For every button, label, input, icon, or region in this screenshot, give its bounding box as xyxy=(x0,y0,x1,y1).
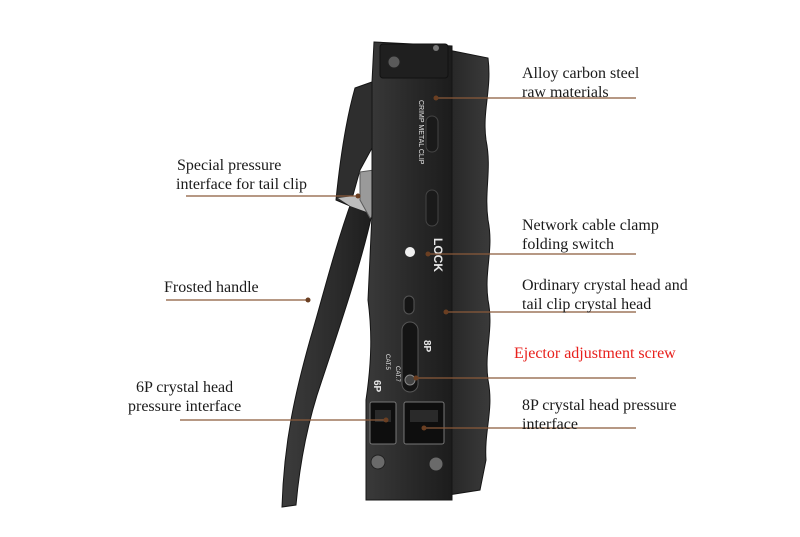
label-special-line2: interface for tail clip xyxy=(176,176,308,193)
label-network-line2: folding switch xyxy=(522,236,614,253)
label-alloy-line1: Alloy carbon steel xyxy=(522,65,640,82)
crimp-marking: CRIMP METAL CLIP xyxy=(417,100,424,165)
lock-switch-dot xyxy=(405,247,415,257)
top-screw xyxy=(387,55,401,69)
label-ordinary-line1: Ordinary crystal head and xyxy=(522,277,688,294)
leader-8p xyxy=(421,425,636,431)
label-ordinary: Ordinary crystal head and tail clip crys… xyxy=(522,276,688,314)
ejector-slot xyxy=(401,321,419,393)
8p-marking: 8P xyxy=(421,340,432,353)
label-special-line1: Special pressure xyxy=(177,157,282,174)
leader-network xyxy=(425,251,636,257)
upper-slot xyxy=(425,115,439,153)
label-8p-line2: interface xyxy=(522,416,578,433)
leader-ejector xyxy=(413,375,636,381)
small-slot xyxy=(403,295,415,315)
label-network-line1: Network cable clamp xyxy=(522,217,659,234)
body-side xyxy=(447,49,491,496)
label-ejector: Ejector adjustment screw xyxy=(514,344,676,363)
bottom-screw-left xyxy=(370,454,386,470)
lock-marking: LOCK xyxy=(431,238,445,272)
label-8p: 8P crystal head pressure interface xyxy=(522,396,676,434)
label-alloy-line2: raw materials xyxy=(522,84,609,101)
label-network: Network cable clamp folding switch xyxy=(522,216,659,254)
8p-port xyxy=(403,401,445,445)
bottom-screw-right xyxy=(428,456,444,472)
ejector-screw xyxy=(404,374,416,386)
label-frosted-line1: Frosted handle xyxy=(164,279,259,296)
label-alloy: Alloy carbon steel raw materials xyxy=(522,64,639,102)
label-ejector-line1: Ejector adjustment screw xyxy=(514,345,676,362)
cat5-marking: CAT.5 xyxy=(384,354,390,371)
label-8p-line1: 8P crystal head pressure xyxy=(522,397,677,414)
upper-lever xyxy=(335,81,373,207)
leader-ordinary xyxy=(443,309,636,315)
body-front xyxy=(365,41,453,501)
label-ordinary-line2: tail clip crystal head xyxy=(522,296,652,313)
leader-6p xyxy=(180,417,389,423)
label-6p-line1: 6P crystal head xyxy=(136,379,234,396)
6p-marking: 6P xyxy=(371,380,382,393)
6p-port xyxy=(369,401,397,445)
8p-port-inner xyxy=(410,410,438,422)
leader-frosted xyxy=(166,297,311,303)
label-frosted: Frosted handle xyxy=(164,278,259,297)
top-pin xyxy=(433,45,439,51)
mid-slot xyxy=(425,189,439,227)
cat7-marking: CAT.7 xyxy=(394,366,400,383)
leader-alloy xyxy=(433,95,636,101)
label-special: Special pressure interface for tail clip xyxy=(176,156,307,194)
top-cap xyxy=(379,43,449,79)
label-6p: 6P crystal head pressure interface xyxy=(128,378,241,416)
label-6p-line2: pressure interface xyxy=(128,398,242,415)
leader-special xyxy=(186,193,361,199)
handle xyxy=(281,199,373,508)
